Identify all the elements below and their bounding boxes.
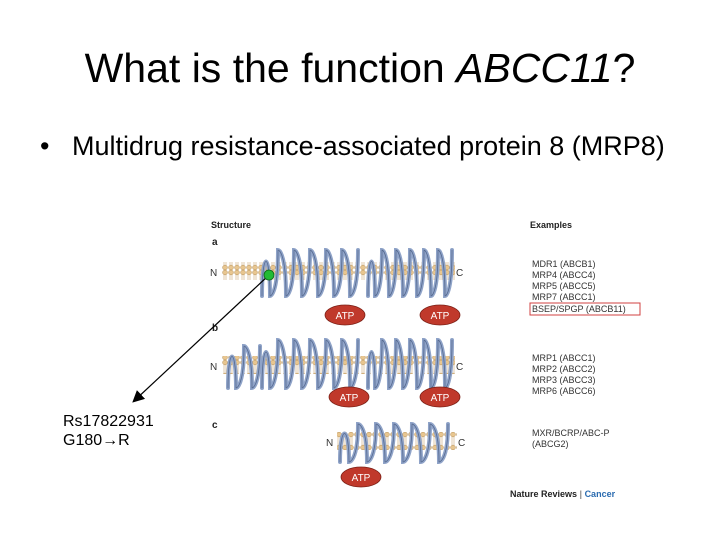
right-arrow-icon: → <box>102 432 119 449</box>
highlight-box <box>529 302 641 316</box>
journal-section: Cancer <box>585 489 616 499</box>
atp-domain: ATP <box>340 466 382 488</box>
example-b-item: MRP2 (ABCC2) <box>532 364 596 374</box>
panel-b-n-terminus: N <box>210 362 217 373</box>
helix-ribbon-b2-outline <box>367 339 453 389</box>
panel-c-n-terminus: N <box>326 438 333 449</box>
snp-arrow <box>132 275 269 403</box>
example-a-item: MDR1 (ABCB1) <box>532 259 596 269</box>
title-suffix: ? <box>612 45 636 91</box>
bullet-text: Multidrug resistance-associated protein … <box>72 131 665 161</box>
bullet-marker: • <box>40 131 50 161</box>
panel-a-letter: a <box>212 237 218 248</box>
slide-title: What is the function ABCC11? <box>0 44 720 92</box>
structure-heading: Structure <box>211 220 251 230</box>
panel-b-letter: b <box>212 323 218 334</box>
example-b-item: MRP1 (ABCC1) <box>532 353 596 363</box>
snp-change-from: G180 <box>63 432 103 449</box>
journal-name: Nature Reviews <box>510 489 577 499</box>
atp-label: ATP <box>336 311 355 322</box>
example-a-item: MRP7 (ABCC1) <box>532 292 596 302</box>
atp-label: ATP <box>431 311 450 322</box>
helix-ribbon-b0-outline <box>227 345 261 389</box>
example-a-highlighted: BSEP/SPGP (ABCB11) <box>532 304 626 314</box>
journal-separator: | <box>577 489 585 499</box>
atp-domain: ATP <box>419 304 461 326</box>
snp-position-dot <box>263 269 275 281</box>
examples-heading: Examples <box>530 220 572 230</box>
atp-domain: ATP <box>419 386 461 408</box>
membrane-a <box>222 262 455 280</box>
atp-label: ATP <box>431 393 450 404</box>
panel-a-c-terminus: C <box>456 268 463 279</box>
helix-ribbon-c-outline <box>339 423 449 463</box>
helix-ribbon-a2-outline <box>367 249 453 297</box>
atp-label: ATP <box>340 393 359 404</box>
panel-c-c-terminus: C <box>458 438 465 449</box>
example-c-item: MXR/BCRP/ABC-P <box>532 428 610 438</box>
panel-b-c-terminus: C <box>456 362 463 373</box>
panel-c-letter: c <box>212 420 218 431</box>
example-b-item: MRP3 (ABCC3) <box>532 375 596 385</box>
title-prefix: What is the function <box>84 45 457 91</box>
panel-a-n-terminus: N <box>210 268 217 279</box>
helix-ribbon-a1-outline <box>261 249 359 297</box>
title-gene: ABCC11 <box>456 45 613 91</box>
snp-annotation: Rs17822931 G180→R <box>63 412 154 450</box>
journal-credit: Nature Reviews | Cancer <box>510 489 616 499</box>
example-c-item: (ABCG2) <box>532 439 569 449</box>
example-a-item: MRP4 (ABCC4) <box>532 270 596 280</box>
snp-id: Rs17822931 <box>63 413 154 430</box>
example-b-item: MRP6 (ABCC6) <box>532 386 596 396</box>
example-a-item: MRP5 (ABCC5) <box>532 281 596 291</box>
atp-domain: ATP <box>324 304 366 326</box>
atp-label: ATP <box>352 473 371 484</box>
helix-ribbon-b1-outline <box>261 339 359 389</box>
transmembrane-helices <box>226 247 454 465</box>
atp-domain: ATP <box>328 386 370 408</box>
snp-change-to: R <box>118 432 130 449</box>
snp-change: G180→R <box>63 431 154 450</box>
